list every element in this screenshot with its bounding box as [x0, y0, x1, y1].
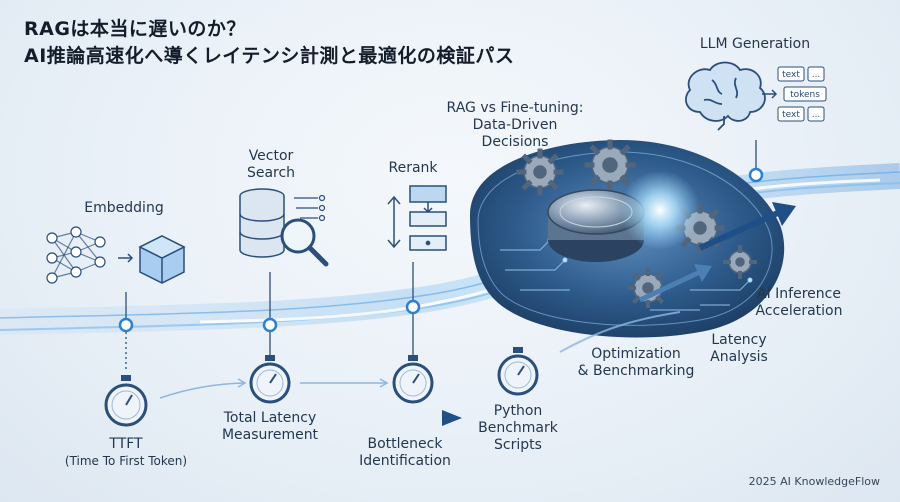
measure-label-optimization: Optimization & Benchmarking	[577, 346, 695, 379]
pipeline-node	[262, 317, 278, 333]
token-boxes	[777, 66, 827, 122]
database-icon	[239, 188, 285, 258]
gear-icon	[516, 148, 564, 196]
stage-label-rerank: Rerank	[388, 160, 438, 176]
arrow-right-icon	[118, 253, 134, 263]
magnifier-icon	[280, 218, 329, 267]
page-title-line1: RAGは本当に遅いのか？	[24, 18, 246, 40]
pipeline-node	[118, 317, 134, 333]
token-label: tokens	[790, 90, 820, 100]
stage-label-vector-search: Vector Search	[246, 148, 296, 181]
neural-network-icon	[46, 226, 106, 284]
stage-label-llm-generation: LLM Generation	[699, 36, 811, 52]
page-title-line2: AI推論高速化へ導くレイテンシ計測と最適化の検証パス	[24, 45, 515, 67]
search-results-icon	[294, 194, 326, 222]
measure-label-bottleneck: Bottleneck Identification	[359, 436, 451, 469]
measure-label-ai-inference: AI Inference Acceleration	[755, 286, 843, 319]
rerank-icon	[387, 185, 447, 251]
stopwatch-icon	[249, 355, 291, 404]
token-label: text	[782, 110, 800, 120]
brain-icon	[685, 61, 766, 131]
measure-label-ttft: TTFT (Time To First Token)	[64, 436, 188, 468]
connectors	[125, 140, 757, 372]
pipeline-node	[405, 299, 421, 315]
token-label: ...	[812, 70, 821, 80]
stage-label-rag-vs-finetuning: RAG vs Fine-tuning: Data-Driven Decision…	[446, 100, 584, 150]
growth-arrows	[559, 202, 796, 353]
stage-label-embedding: Embedding	[84, 200, 164, 216]
flow-arrows	[159, 378, 389, 399]
arrow-head-icon	[442, 410, 462, 426]
footer-copyright: 2025 AI KnowledgeFlow	[748, 475, 880, 488]
token-label: text	[782, 70, 800, 80]
arrow-right-icon	[762, 89, 778, 99]
stopwatch-icon	[104, 375, 148, 427]
gear-icon	[584, 139, 636, 191]
glow-effect	[620, 170, 700, 250]
gear-icon	[723, 245, 757, 279]
cube-icon	[138, 235, 186, 284]
measure-label-latency-analysis: Latency Analysis	[710, 332, 768, 365]
token-label: ...	[812, 110, 821, 120]
pipeline-nodes	[118, 167, 764, 333]
stopwatch-icon	[392, 355, 434, 404]
flow-arrow	[159, 382, 245, 399]
pipeline-node	[748, 167, 764, 183]
stopwatch-icon	[497, 347, 539, 396]
measure-label-python-scripts: Python Benchmark Scripts	[478, 403, 558, 453]
measure-label-total-latency: Total Latency Measurement	[221, 410, 319, 443]
